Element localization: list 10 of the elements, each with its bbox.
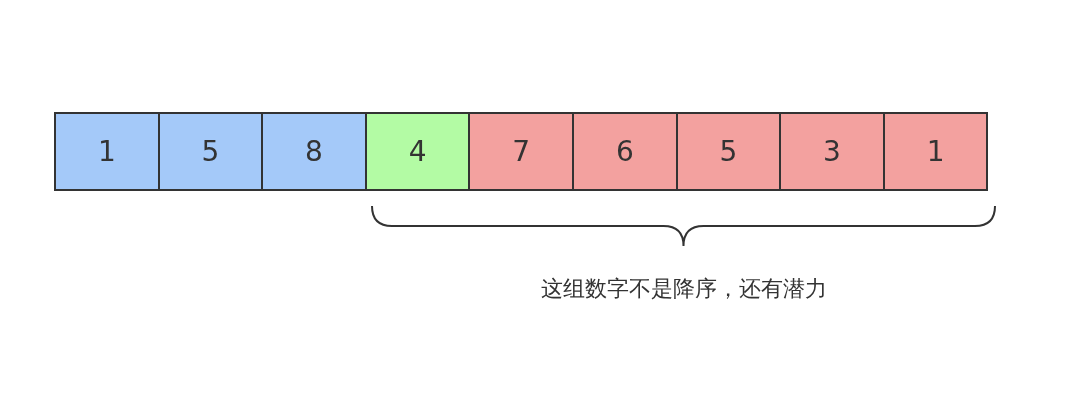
array-cell: 1 <box>882 112 989 191</box>
brace-caption: 这组数字不是降序，还有潜力 <box>540 275 827 303</box>
array-cell: 4 <box>364 112 471 191</box>
array-cell: 3 <box>779 112 885 191</box>
array-cell: 8 <box>261 112 367 191</box>
array-cell: 5 <box>157 112 264 191</box>
array-cell: 5 <box>675 112 782 191</box>
array-cell: 7 <box>468 112 574 191</box>
array-cell: 6 <box>572 112 678 191</box>
array-cell: 1 <box>54 112 160 191</box>
